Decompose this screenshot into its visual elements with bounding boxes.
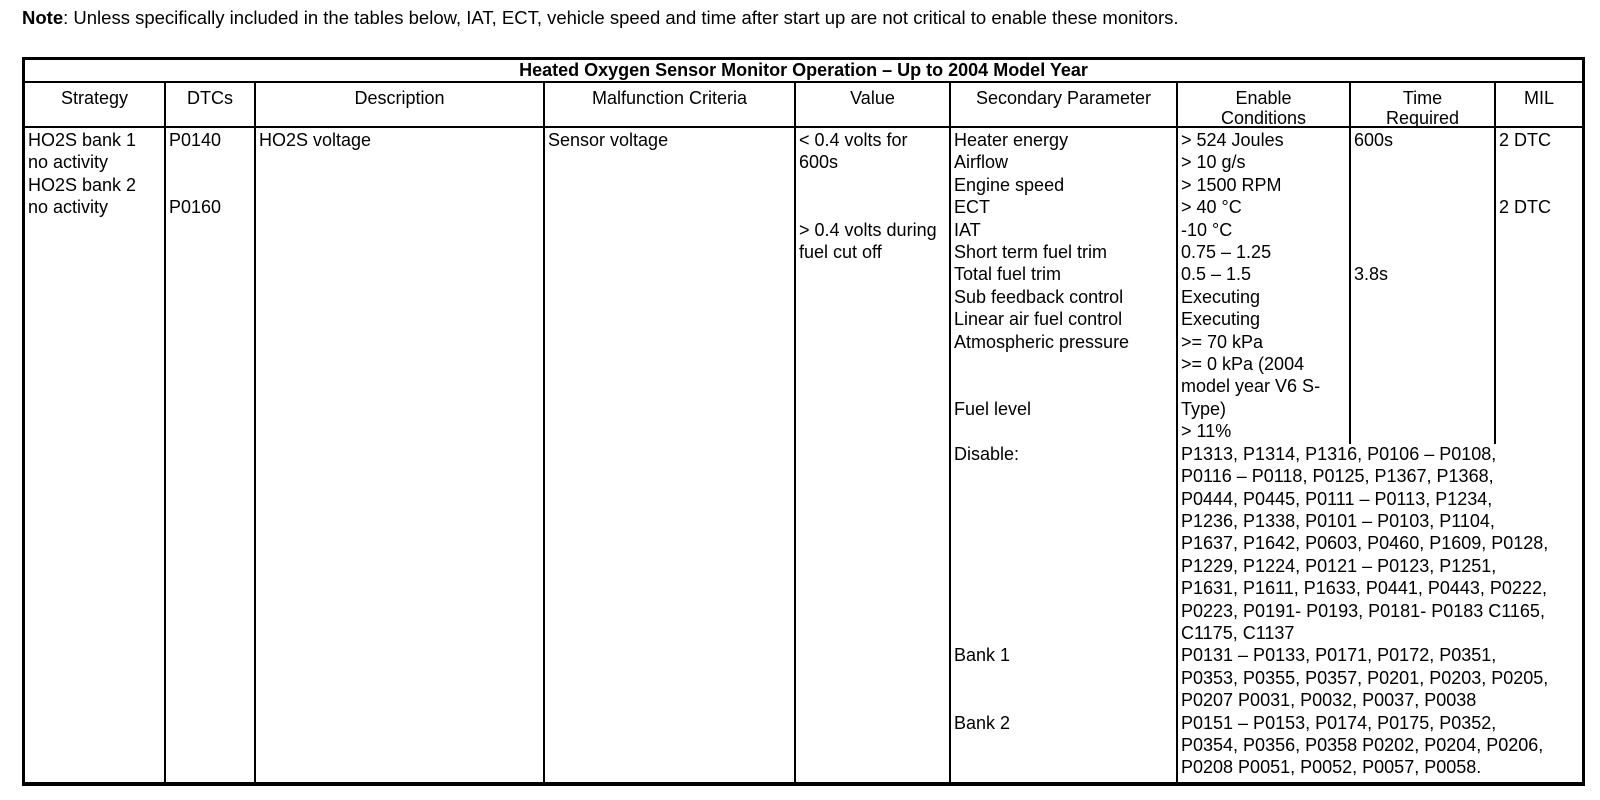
header-secondary-parameter: Secondary Parameter [951,83,1178,126]
divider-time-mil [1494,128,1496,444]
note-text: : Unless specifically included in the ta… [63,7,1179,28]
header-malfunction-criteria: Malfunction Criteria [545,83,796,126]
divider-enable-time [1349,128,1351,444]
header-value: Value [796,83,951,126]
table-header-row: Strategy DTCs Description Malfunction Cr… [25,83,1582,128]
table-title: Heated Oxygen Sensor Monitor Operation –… [25,60,1582,83]
cell-enable-conditions: > 524 Joules > 10 g/s > 1500 RPM > 40 °C… [1181,130,1549,778]
cell-value: < 0.4 volts for 600s > 0.4 volts during … [796,128,951,785]
enable-time-mil-region: > 524 Joules > 10 g/s > 1500 RPM > 40 °C… [1178,128,1582,785]
header-mil: MIL [1523,88,1554,108]
cell-description: HO2S voltage [256,128,545,785]
header-strategy: Strategy [25,83,166,126]
cell-time-required: 600s 3.8s [1354,130,1394,285]
note-label: Note [22,7,64,28]
cell-malfunction-criteria: Sensor voltage [545,128,796,785]
cell-strategy: HO2S bank 1 no activity HO2S bank 2 no a… [25,128,166,785]
note: Note: Unless specifically included in th… [22,6,1179,30]
header-dtcs: DTCs [166,83,256,126]
cell-dtcs: P0140 P0160 [166,128,256,785]
header-enable-conditions: Enable Conditions [1178,83,1351,126]
header-description: Description [256,83,545,126]
header-time-required: Time Required [1351,83,1496,126]
hos-monitor-table: Heated Oxygen Sensor Monitor Operation –… [22,57,1585,786]
cell-mil: 2 DTC 2 DTC [1499,130,1552,218]
table-row: HO2S bank 1 no activity HO2S bank 2 no a… [25,128,1582,785]
cell-secondary-parameter: Heater energy Airflow Engine speed ECT I… [951,128,1178,785]
